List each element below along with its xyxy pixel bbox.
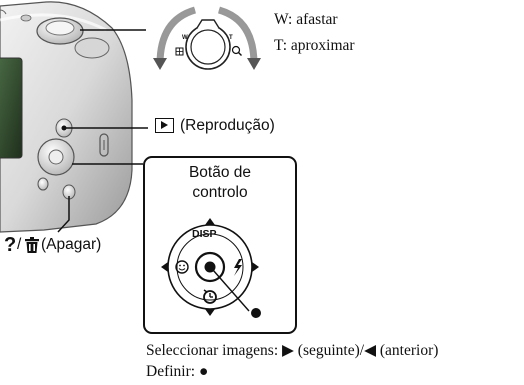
self-timer-icon — [203, 289, 217, 304]
right-arrow-icon — [252, 262, 259, 272]
set-dot-icon — [251, 308, 261, 318]
playback-label: (Reprodução) — [180, 117, 275, 134]
down-arrow-icon — [205, 309, 215, 316]
control-button-title-2: controlo — [192, 184, 248, 201]
flash-icon — [234, 259, 242, 276]
control-button-callout: Botão de controlo — [143, 156, 297, 334]
set-text: Definir: ● — [146, 363, 209, 380]
mode-dial — [74, 37, 110, 59]
control-wheel — [161, 218, 261, 318]
leader-delete — [57, 196, 70, 233]
disp-label: DISP — [192, 228, 217, 240]
delete-separator: / — [17, 236, 22, 253]
camera-body — [0, 1, 133, 233]
trash-icon — [25, 237, 39, 253]
up-arrow-icon — [205, 218, 215, 225]
playback-icon — [155, 118, 174, 133]
zoom-dial-illustration — [153, 6, 261, 70]
shutter-button — [45, 20, 75, 36]
arrow-wide-icon — [153, 58, 167, 70]
select-images-text: Seleccionar imagens: ▶ (seguinte)/◀ (ant… — [146, 342, 439, 359]
magnifier-icon — [231, 45, 242, 56]
wide-grid-icon — [175, 47, 184, 56]
dial-w-letter: W — [182, 35, 188, 41]
zoom-tele-label: T: aproximar — [274, 37, 355, 54]
control-button-title-1: Botão de — [188, 164, 252, 181]
lcd-screen — [0, 57, 23, 159]
delete-label: (Apagar) — [41, 236, 102, 253]
center-dot-icon — [204, 261, 216, 273]
dial-t-letter: T — [229, 35, 233, 41]
smile-icon — [175, 260, 189, 274]
left-arrow-icon — [161, 262, 168, 272]
arrow-tele-icon — [247, 58, 261, 70]
help-icon: ? — [4, 234, 17, 256]
zoom-wide-label: W: afastar — [274, 11, 338, 28]
